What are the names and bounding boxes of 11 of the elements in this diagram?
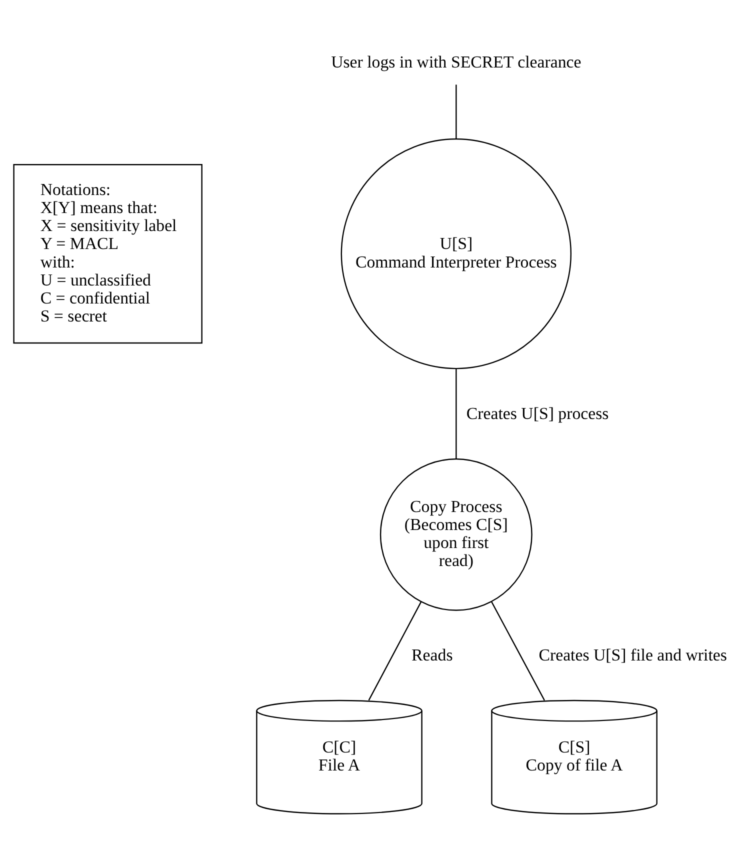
node-circle: U[S] Command Interpreter Process <box>340 138 572 369</box>
node-text: User logs in with SECRET clearance <box>330 52 581 71</box>
node-circle: Copy Process (Becomes C[S] upon first read) <box>379 458 532 610</box>
connector <box>490 601 544 700</box>
edge-label: Reads <box>411 644 452 664</box>
connector <box>455 368 456 458</box>
connector <box>455 84 456 138</box>
connector <box>368 601 422 700</box>
edge-label: Creates U[S] process <box>466 403 608 422</box>
edge-label: Creates U[S] file and writes <box>538 644 726 664</box>
node-box: Notations: X[Y] means that: X = sensitivity label Y = MACL with: U = unclassified C = confidential S = secret <box>12 164 202 344</box>
